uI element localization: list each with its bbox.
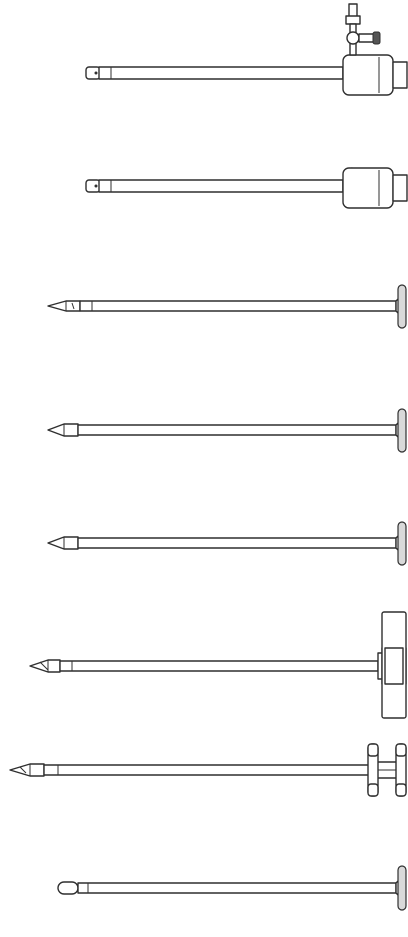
trocar-sleeve-with-stopcock-icon bbox=[85, 3, 408, 96]
conical-trocar-obturator-icon bbox=[47, 521, 407, 566]
blunt-trocar-obturator-icon bbox=[57, 865, 407, 911]
t-handle-trocar-obturator-icon bbox=[29, 611, 407, 719]
pyramidal-trocar-obturator-icon bbox=[47, 284, 407, 329]
conical-trocar-obturator-icon bbox=[47, 408, 407, 453]
trocar-sleeve-icon bbox=[85, 167, 408, 209]
bayonet-handle-trocar-obturator-icon bbox=[9, 743, 407, 797]
